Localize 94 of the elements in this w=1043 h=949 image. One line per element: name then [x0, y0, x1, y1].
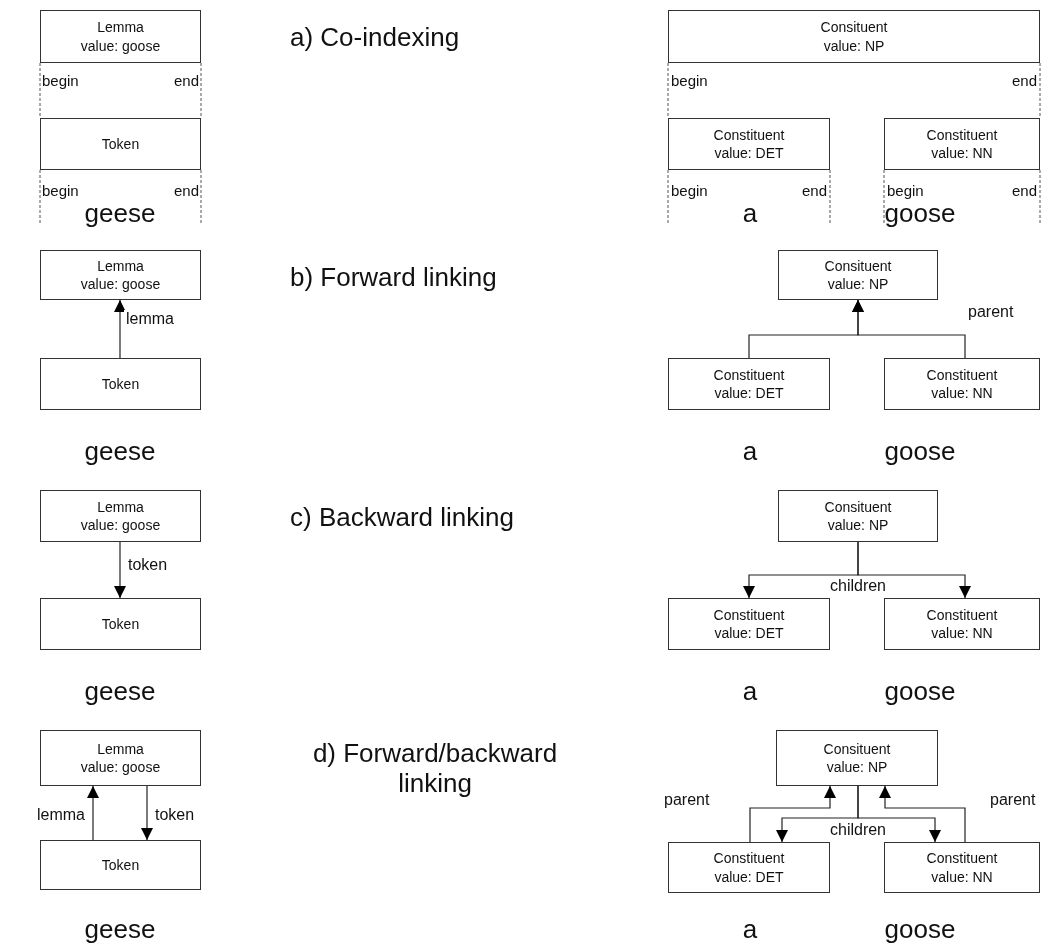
edge-label: parent: [988, 791, 1038, 809]
sentence-word: geese: [83, 676, 157, 706]
annotation-box: [668, 118, 830, 170]
annotation-box: [778, 490, 938, 542]
arrow: [852, 299, 966, 359]
box-heading: Lemma: [97, 739, 144, 758]
box-value: value: NN: [931, 384, 993, 403]
boundary-label: end: [800, 182, 827, 200]
box-heading: Consituent: [824, 497, 892, 516]
arrow: [857, 785, 941, 843]
box-value: value: goose: [80, 36, 161, 55]
boundary-label: begin: [671, 182, 709, 200]
annotation-box: [40, 598, 201, 650]
arrow: [114, 299, 126, 359]
boundary-label: end: [1010, 182, 1037, 200]
annotation-box: [884, 358, 1040, 410]
annotation-box: [40, 358, 201, 410]
annotation-box: [884, 598, 1040, 650]
sentence-word: a: [741, 198, 759, 228]
boundary-label: begin: [42, 72, 80, 90]
box-heading: Consituent: [820, 18, 888, 37]
section-title: d) Forward/backward linking: [311, 738, 559, 798]
annotation-box: [40, 730, 201, 786]
box-heading: Token: [101, 374, 140, 394]
box-heading: Consituent: [824, 256, 892, 275]
annotation-box: [40, 118, 201, 170]
box-value: value: DET: [714, 384, 784, 403]
annotation-box: [778, 250, 938, 300]
sentence-word: a: [741, 914, 759, 944]
box-heading: Constituent: [926, 365, 998, 384]
sentence-word: geese: [83, 198, 157, 228]
box-value: value: goose: [80, 275, 161, 294]
box-heading: Token: [101, 134, 140, 154]
boundary-label: begin: [671, 72, 709, 90]
sentence-word: goose: [883, 914, 957, 944]
annotation-box: [40, 490, 201, 542]
box-heading: Constituent: [713, 849, 785, 868]
annotation-box: [668, 598, 830, 650]
annotation-box: [668, 358, 830, 410]
section-title: b) Forward linking: [290, 262, 498, 292]
boundary-label: end: [1010, 72, 1037, 90]
box-value: value: NN: [931, 867, 993, 886]
boundary-label: end: [172, 72, 199, 90]
sentence-word: goose: [883, 676, 957, 706]
box-heading: Token: [101, 614, 140, 634]
box-heading: Constituent: [926, 605, 998, 624]
arrow: [857, 541, 971, 599]
box-value: value: NN: [931, 144, 993, 163]
box-heading: Constituent: [713, 365, 785, 384]
box-value: value: NP: [827, 516, 889, 535]
edge-label: parent: [966, 303, 1016, 321]
annotation-box: [884, 118, 1040, 170]
box-value: value: NN: [931, 624, 993, 643]
box-heading: Token: [101, 855, 140, 875]
boundary-label: end: [172, 182, 199, 200]
annotation-box: [668, 10, 1040, 63]
arrow: [879, 785, 966, 843]
section-title: a) Co-indexing: [290, 22, 461, 52]
sentence-word: goose: [883, 198, 957, 228]
sentence-word: a: [741, 436, 759, 466]
arrow: [87, 785, 99, 841]
box-value: value: DET: [714, 144, 784, 163]
box-heading: Consituent: [823, 739, 891, 758]
box-heading: Constituent: [713, 125, 785, 144]
section-title: c) Backward linking: [290, 502, 515, 532]
box-value: value: NP: [823, 36, 885, 55]
box-heading: Constituent: [926, 125, 998, 144]
box-value: value: goose: [80, 758, 161, 777]
annotation-box: [40, 250, 201, 300]
boundary-label: begin: [42, 182, 80, 200]
box-value: value: goose: [80, 516, 161, 535]
sentence-word: geese: [83, 436, 157, 466]
annotation-box: [40, 840, 201, 890]
box-heading: Constituent: [926, 849, 998, 868]
box-value: value: NP: [826, 758, 888, 777]
annotation-box: [40, 10, 201, 63]
sentence-word: goose: [883, 436, 957, 466]
arrow: [749, 785, 836, 843]
box-heading: Constituent: [713, 605, 785, 624]
sentence-word: geese: [83, 914, 157, 944]
box-heading: Lemma: [97, 497, 144, 516]
boundary-label: begin: [887, 182, 925, 200]
annotation-box: [776, 730, 938, 786]
box-value: value: NP: [827, 275, 889, 294]
arrow: [114, 541, 126, 599]
box-value: value: DET: [714, 624, 784, 643]
arrow: [141, 785, 153, 841]
annotation-box: [884, 842, 1040, 893]
box-heading: Lemma: [97, 18, 144, 37]
box-heading: Lemma: [97, 256, 144, 275]
sentence-word: a: [741, 676, 759, 706]
annotation-box: [668, 842, 830, 893]
edge-label: parent: [662, 791, 712, 809]
box-value: value: DET: [714, 867, 784, 886]
